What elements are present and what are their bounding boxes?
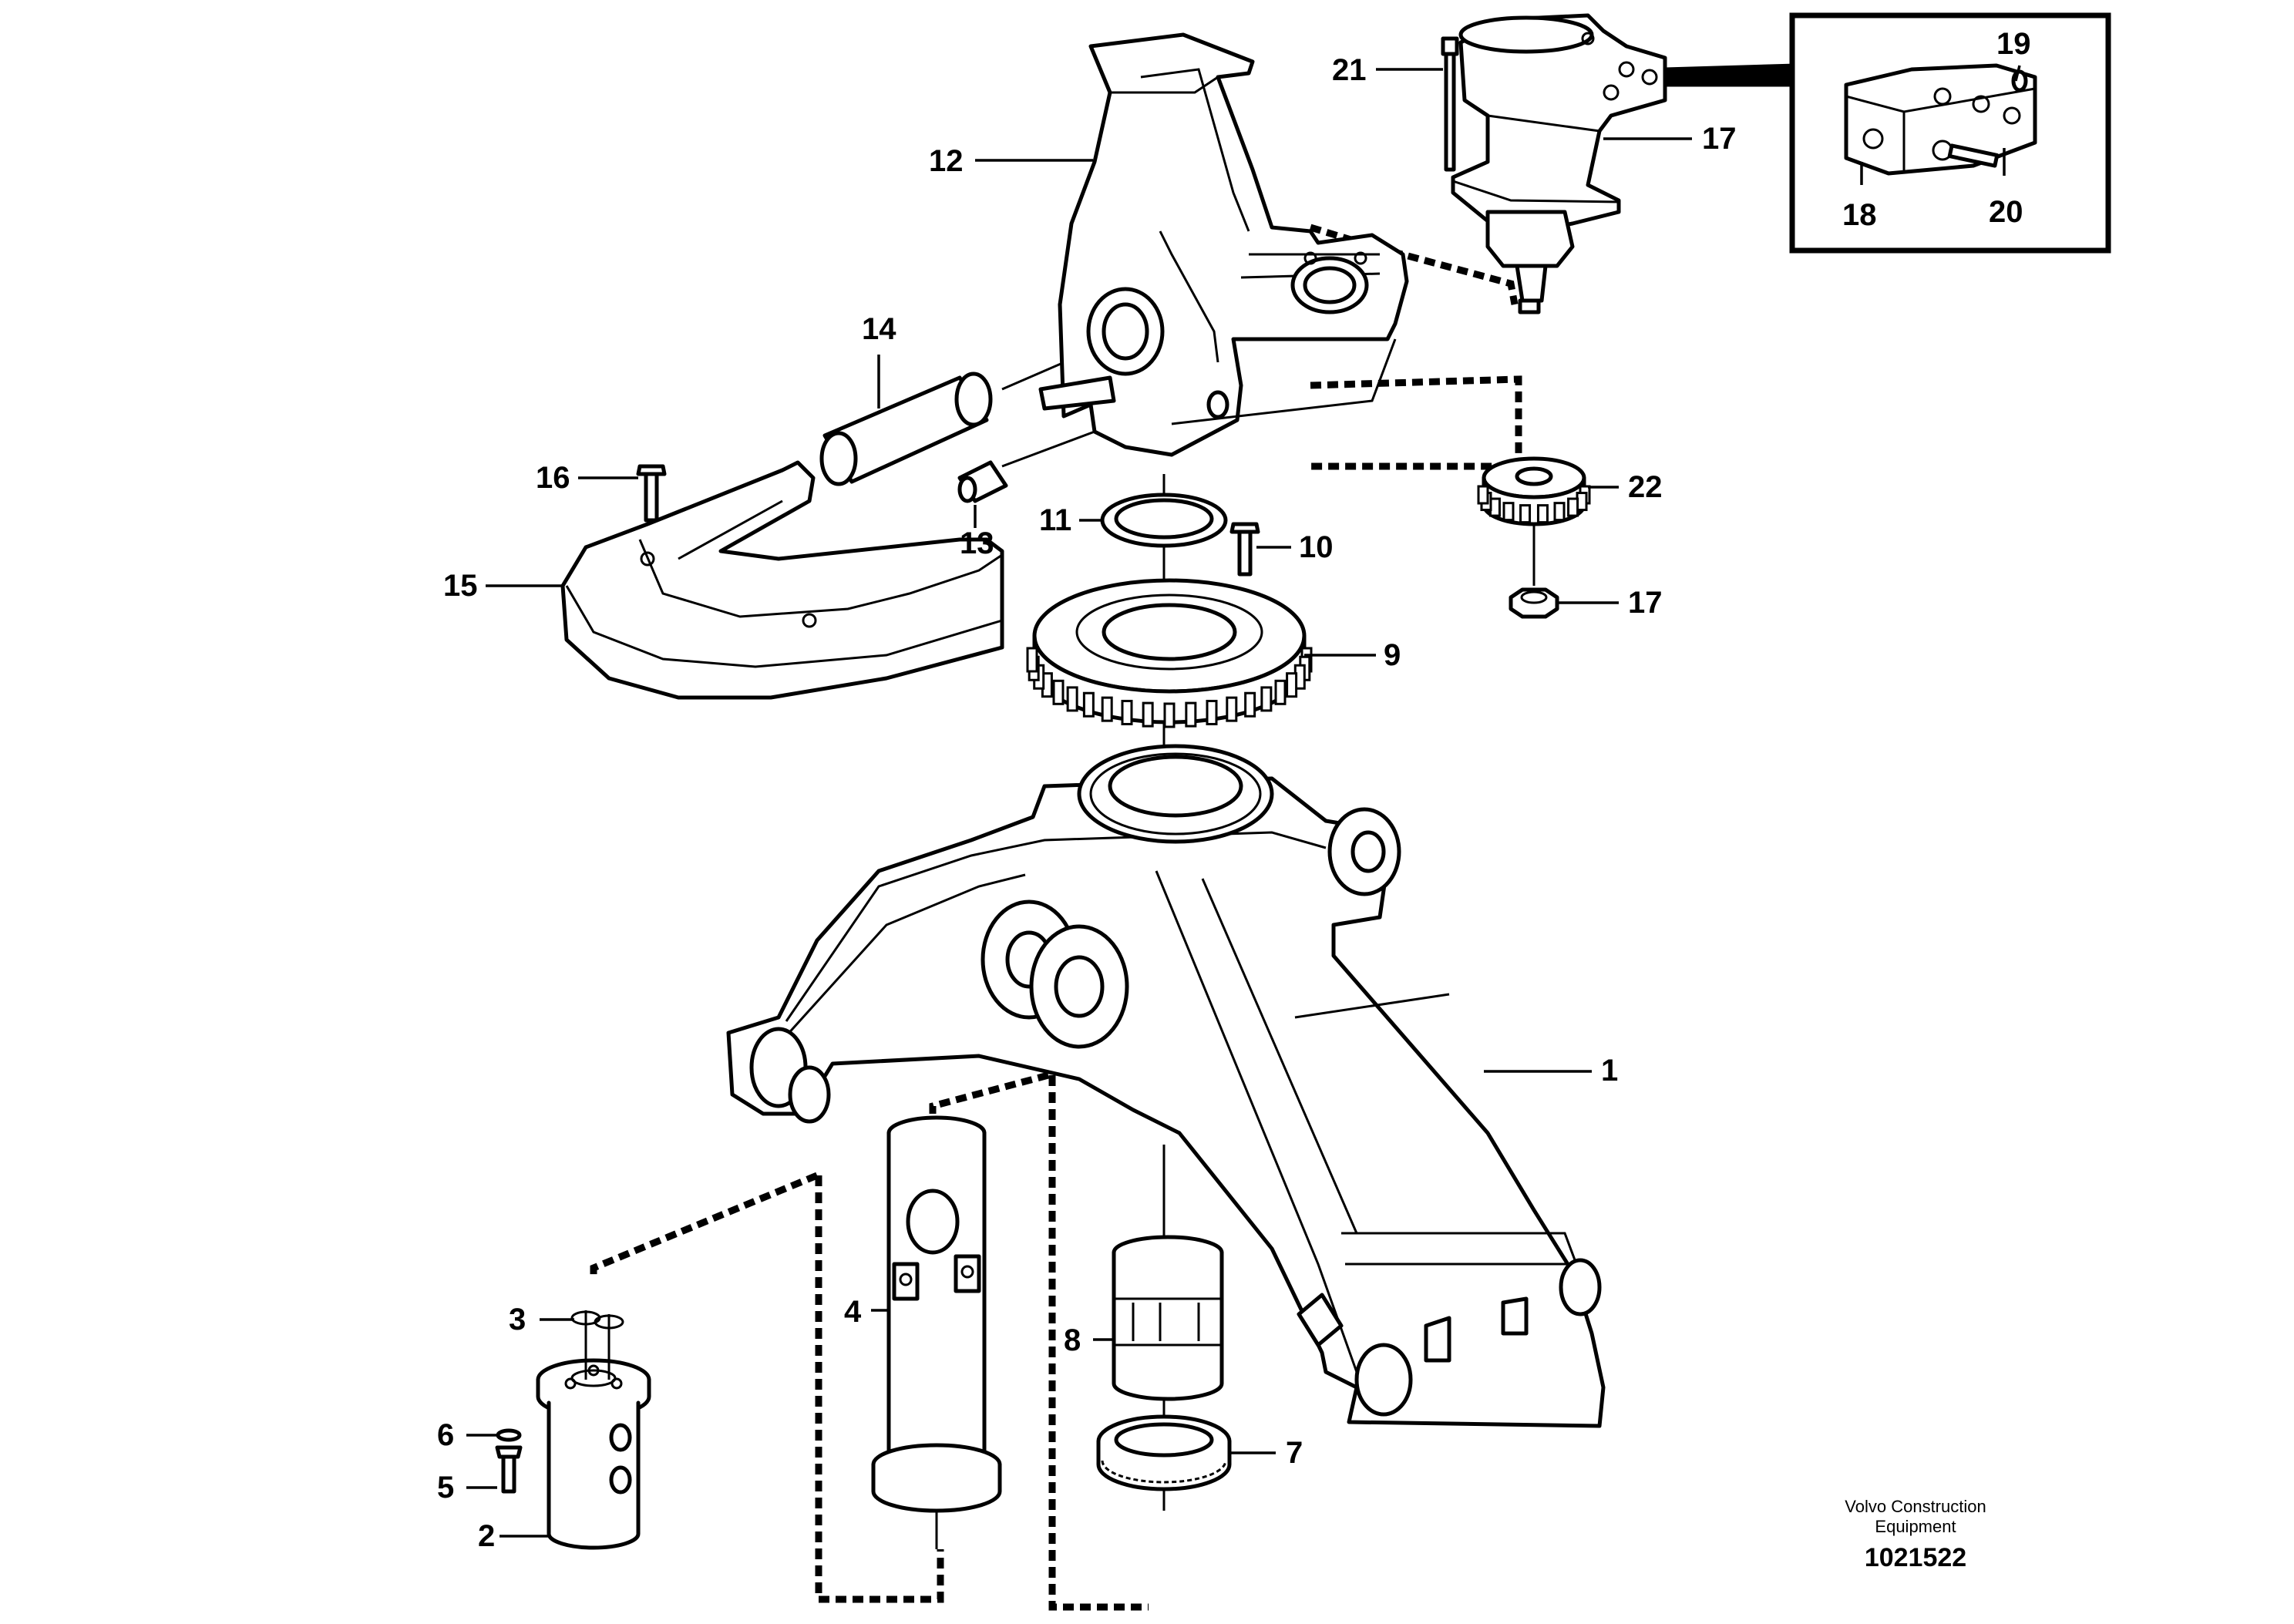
part-14-pin (819, 372, 993, 486)
part-8-bushing (1112, 1235, 1224, 1401)
part-11-seal-ring (1100, 493, 1228, 548)
part-22-pinion (1477, 456, 1591, 526)
footer-block: Volvo Construction Equipment 1021522 (1781, 1497, 2050, 1573)
label-2: 2 (478, 1519, 495, 1553)
label-17-motor: 17 (1702, 122, 1737, 156)
callout-labels: 1 2 3 4 5 6 7 8 9 10 11 12 13 14 15 16 1… (437, 27, 2031, 1553)
label-6: 6 (437, 1418, 454, 1452)
part-9-gear (1026, 578, 1313, 728)
label-14: 14 (862, 312, 896, 346)
label-5: 5 (437, 1471, 454, 1505)
part-17-nut (1509, 587, 1559, 619)
dash-arm-to-bottom (1048, 1075, 1149, 1611)
part-1-main-arm (726, 744, 1606, 1428)
part-5-screw (495, 1445, 523, 1494)
part-2-swivel (536, 1358, 651, 1550)
part-12-bracket (1038, 32, 1409, 457)
part-3-orings (570, 1310, 624, 1380)
label-15: 15 (443, 569, 478, 603)
part-17-motor (1451, 13, 1667, 314)
label-10: 10 (1299, 530, 1334, 564)
label-22: 22 (1628, 470, 1663, 504)
part-16-bolt (636, 464, 667, 523)
part-21-bolt (1441, 36, 1459, 172)
company-name-line2: Equipment (1875, 1517, 1956, 1536)
label-9: 9 (1384, 638, 1401, 672)
label-17-nut: 17 (1628, 586, 1663, 620)
connection-lines (590, 224, 1522, 1611)
label-19: 19 (1996, 27, 2031, 61)
label-20: 20 (1989, 195, 2023, 229)
label-7: 7 (1286, 1436, 1303, 1470)
document-number: 1021522 (1864, 1543, 1967, 1572)
label-21: 21 (1332, 53, 1367, 87)
dash-pinion-to-bracket (1310, 375, 1522, 470)
dash-swivel-to-arm (590, 1172, 819, 1279)
part-10-bolt (1229, 522, 1260, 577)
leader-lines (466, 65, 2021, 1538)
label-4: 4 (844, 1295, 862, 1329)
dash-pin-to-arm (929, 1071, 1050, 1114)
label-8: 8 (1064, 1323, 1081, 1357)
part-13-bolt (957, 460, 1008, 503)
part-15-cover (560, 460, 1004, 700)
label-1: 1 (1601, 1054, 1618, 1088)
dash-motor-to-bracket (1309, 224, 1519, 305)
part-4-main-pin (871, 1115, 1002, 1513)
label-18: 18 (1842, 198, 1877, 232)
label-12: 12 (929, 144, 964, 178)
label-3: 3 (509, 1303, 526, 1337)
label-16: 16 (536, 461, 570, 495)
company-name-line1: Volvo Construction (1845, 1497, 1986, 1516)
part-7-bearing (1096, 1414, 1232, 1491)
inset-valve-detail (1663, 12, 2111, 254)
label-13: 13 (960, 526, 994, 560)
dash-swivel-to-pin (815, 1175, 944, 1603)
part-6-washer (496, 1428, 522, 1442)
label-11: 11 (1039, 503, 1071, 537)
